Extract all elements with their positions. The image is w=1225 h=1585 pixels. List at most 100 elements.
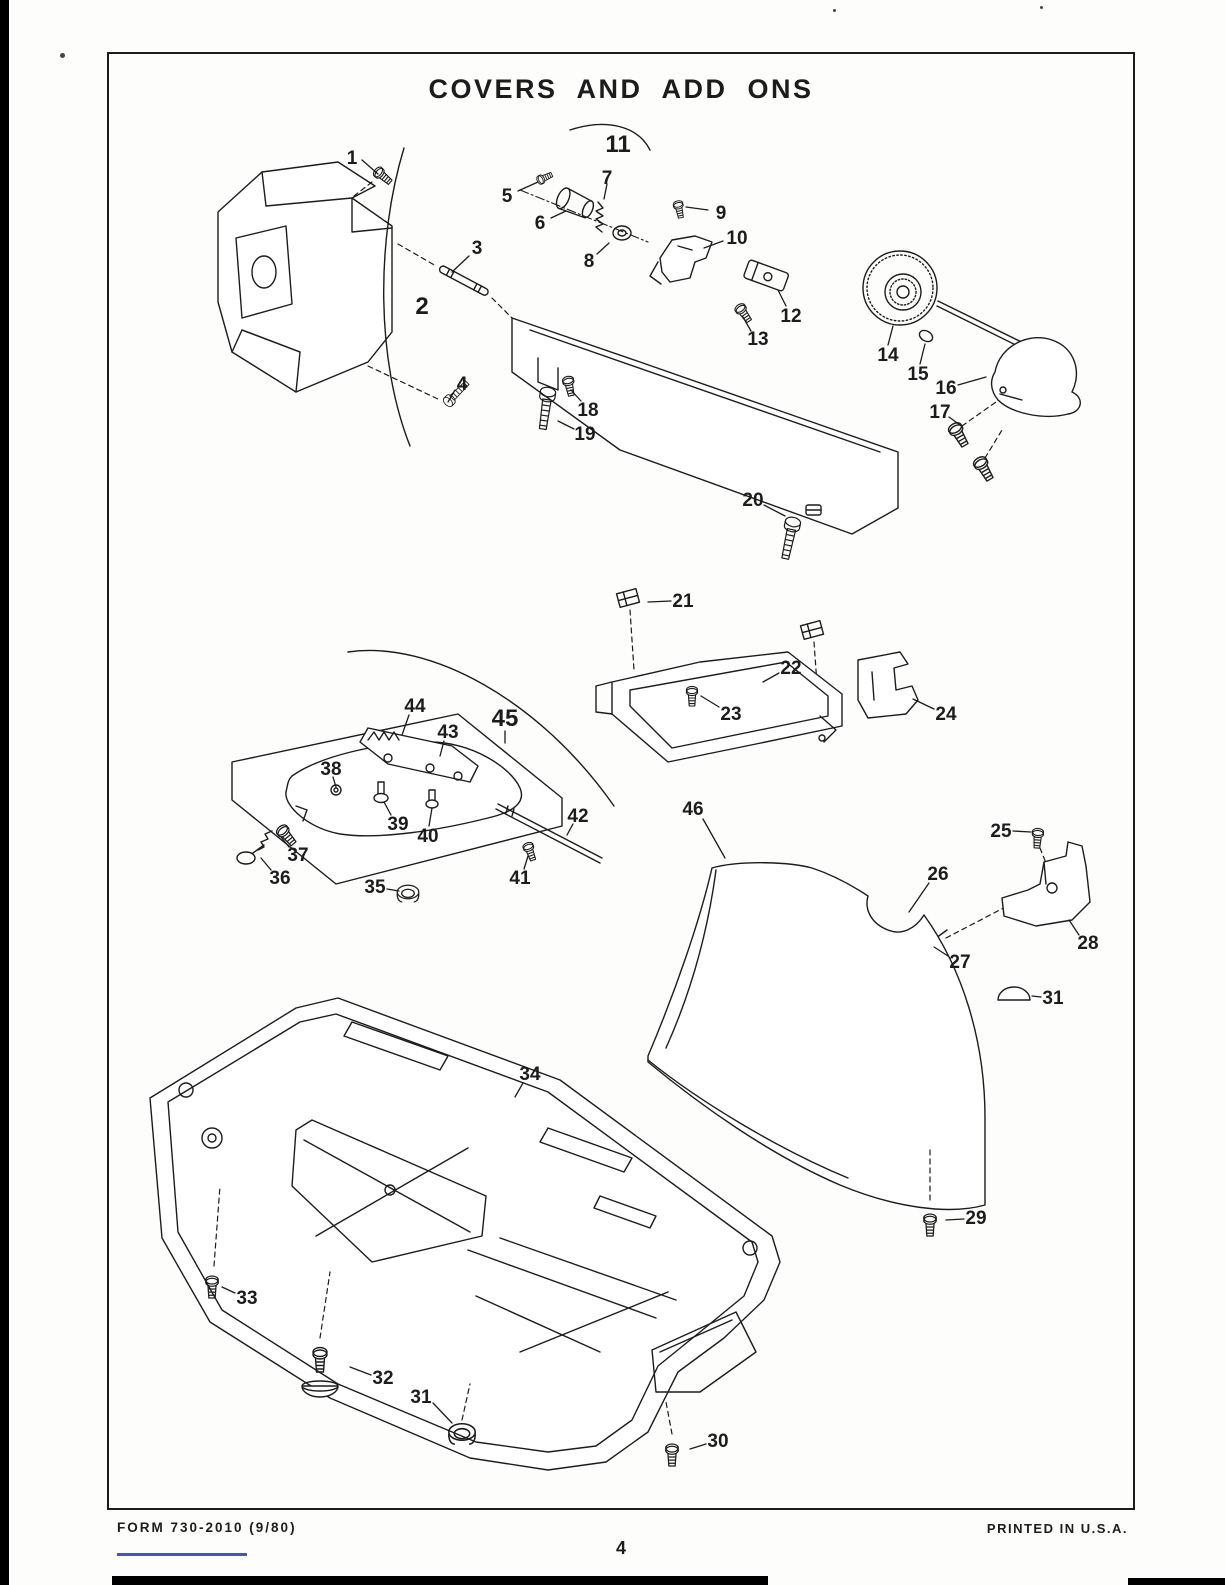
page-title: COVERS AND ADD ONS bbox=[428, 74, 814, 104]
leader-line-21-20 bbox=[647, 600, 672, 603]
leader-line-44-44 bbox=[401, 714, 410, 736]
leader-line-31-30 bbox=[1031, 995, 1042, 998]
part-3-stud bbox=[438, 265, 489, 296]
leader-line-5-4 bbox=[517, 181, 539, 192]
part-callout-11-10: 11 bbox=[605, 131, 630, 158]
leader-line-36-36 bbox=[260, 857, 272, 871]
leader-line-1-0 bbox=[361, 159, 379, 175]
printed-in: PRINTED IN U.S.A. bbox=[986, 1521, 1128, 1536]
leader-line-18-17 bbox=[570, 389, 582, 402]
part-24-bracket bbox=[857, 651, 919, 719]
part-callout-6-5: 6 bbox=[535, 213, 546, 234]
leader-line-39-39 bbox=[383, 801, 392, 816]
leader-line-3-2 bbox=[451, 255, 470, 273]
part-12-block bbox=[743, 259, 790, 292]
part-callout-44-44: 44 bbox=[404, 696, 426, 717]
leader-line-16-15 bbox=[957, 376, 987, 386]
leader-line-20-19 bbox=[763, 504, 786, 517]
part-callout-39-39: 39 bbox=[387, 814, 408, 835]
part-42-rod bbox=[495, 803, 603, 864]
leader-line-22-21 bbox=[762, 672, 780, 683]
leader-line-23-22 bbox=[700, 695, 720, 708]
leader-line-4-3 bbox=[447, 389, 456, 403]
part-10-latch-bracket bbox=[649, 235, 713, 285]
leader-line-34-34 bbox=[514, 1082, 524, 1098]
leader-line-7-6 bbox=[603, 183, 608, 200]
leader-line-32-32 bbox=[349, 1366, 372, 1376]
scan-edge-bar-bottom bbox=[112, 1576, 768, 1585]
part-callout-42-42: 42 bbox=[567, 806, 588, 827]
part-9-screw bbox=[672, 199, 687, 220]
part-callout-33-33: 33 bbox=[236, 1288, 257, 1309]
part-callout-14-13: 14 bbox=[877, 345, 899, 366]
leader-line-31-31 bbox=[432, 1402, 453, 1424]
leader-line-8-7 bbox=[596, 242, 610, 255]
part-callout-46-46: 46 bbox=[682, 799, 703, 820]
group-45-base-plate bbox=[231, 713, 563, 885]
part-callout-23-22: 23 bbox=[720, 704, 741, 725]
part-callout-20-19: 20 bbox=[742, 490, 763, 511]
part-callout-38-38: 38 bbox=[320, 759, 341, 780]
part-30-screw bbox=[665, 1401, 679, 1467]
leader-line-33-33 bbox=[221, 1286, 236, 1294]
leader-line-38-38 bbox=[332, 776, 337, 788]
part-callout-12-11: 12 bbox=[780, 306, 801, 327]
part-28-bracket bbox=[945, 841, 1091, 939]
part-callout-37-37: 37 bbox=[287, 845, 308, 866]
part-callout-18-17: 18 bbox=[577, 400, 598, 421]
part-14-knob bbox=[862, 250, 938, 326]
drawing-border-frame bbox=[107, 52, 1135, 1510]
part-33-screw bbox=[205, 1185, 221, 1299]
part-31-grommet-bottom bbox=[448, 1383, 476, 1445]
scan-speck bbox=[833, 9, 836, 12]
leader-line-24-23 bbox=[912, 698, 935, 710]
part-callout-9-8: 9 bbox=[716, 203, 727, 224]
part-callout-21-20: 21 bbox=[672, 591, 694, 612]
part-callout-8-7: 8 bbox=[584, 251, 595, 272]
part-callout-10-9: 10 bbox=[726, 228, 747, 249]
part-callout-1-0: 1 bbox=[347, 148, 358, 169]
part-callout-16-15: 16 bbox=[935, 378, 956, 399]
leader-line-13-12 bbox=[742, 316, 752, 332]
leader-line-42-42 bbox=[566, 823, 574, 836]
part-13-screw bbox=[732, 301, 755, 325]
part-29-screw bbox=[923, 1213, 937, 1237]
part-callout-22-21: 22 bbox=[780, 658, 801, 679]
part-callout-28-27: 28 bbox=[1077, 933, 1098, 954]
part-callout-17-16: 17 bbox=[929, 402, 950, 423]
part-callout-29-28: 29 bbox=[965, 1208, 986, 1229]
part-callout-41-41: 41 bbox=[509, 868, 531, 889]
leader-line-37-37 bbox=[280, 836, 290, 848]
part-22-plate bbox=[595, 651, 843, 763]
part-35-grommet bbox=[396, 884, 420, 903]
part-callout-4-3: 4 bbox=[457, 374, 468, 395]
part-callout-40-40: 40 bbox=[417, 826, 438, 847]
leader-line-9-8 bbox=[685, 206, 709, 211]
part-callout-32-32: 32 bbox=[372, 1368, 393, 1389]
part-callout-35-35: 35 bbox=[364, 877, 386, 898]
leader-line-40-40 bbox=[428, 807, 433, 827]
leader-line-15-14 bbox=[919, 343, 926, 365]
part-41-screw bbox=[521, 840, 539, 863]
leader-line-25-24 bbox=[1012, 830, 1032, 833]
leader-line-46-46 bbox=[702, 818, 726, 859]
leader-line-28-27 bbox=[1068, 919, 1080, 936]
part-15-washer bbox=[918, 329, 934, 343]
part-callout-31-31: 31 bbox=[410, 1387, 432, 1408]
scan-speck bbox=[1040, 6, 1043, 9]
leader-line-35-35 bbox=[386, 888, 400, 892]
leader-line-29-28 bbox=[945, 1218, 965, 1221]
part-callout-26-25: 26 bbox=[927, 864, 948, 885]
part-callout-25-24: 25 bbox=[990, 821, 1012, 842]
part-34-base-tray bbox=[149, 997, 781, 1471]
part-callout-15-14: 15 bbox=[907, 364, 929, 385]
part-callout-36-36: 36 bbox=[269, 868, 290, 889]
part-17-screws bbox=[945, 419, 997, 484]
part-callout-34-34: 34 bbox=[519, 1064, 541, 1085]
page-number: 4 bbox=[615, 1538, 626, 1558]
part-31-dome-right bbox=[997, 986, 1031, 1001]
part-callout-27-26: 27 bbox=[949, 952, 970, 973]
part-callout-2-1: 2 bbox=[415, 293, 428, 320]
